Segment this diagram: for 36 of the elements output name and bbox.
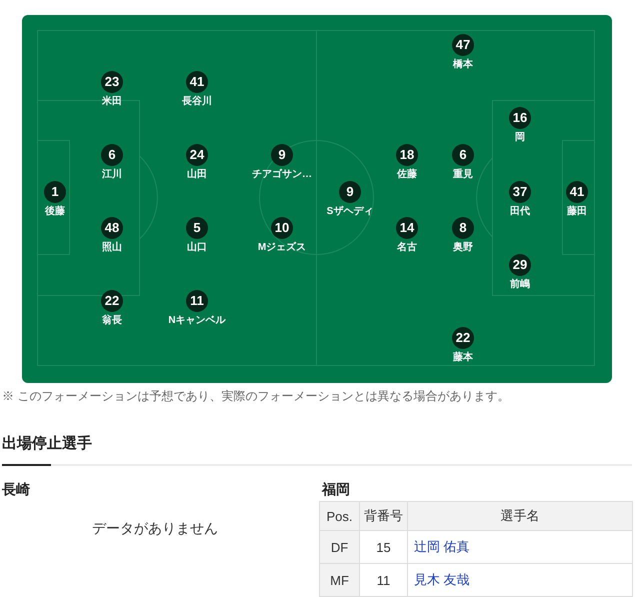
column-header: Pos.	[320, 502, 360, 530]
player-name: 橋本	[453, 59, 473, 71]
column-header: 選手名	[408, 502, 632, 530]
shirt-number: 11	[360, 564, 408, 596]
player-name: 奥野	[453, 242, 473, 254]
player-name: 重見	[453, 169, 473, 181]
formation-note: ※ このフォーメーションは予想であり、実際のフォーメーションとは異なる場合があります。	[2, 388, 510, 405]
player-name: 江川	[102, 169, 122, 181]
player-name: チアゴサン…	[252, 169, 312, 181]
section-heading: 出場停止選手	[2, 434, 92, 453]
player-link: 辻岡 佑真	[414, 539, 470, 554]
shirt-number: 15	[360, 530, 408, 564]
player-name: 藤本	[453, 352, 473, 364]
player-name: 山田	[187, 169, 207, 181]
player-name: 田代	[510, 206, 530, 218]
player-name: 米田	[102, 96, 122, 108]
player-name: Mジェズス	[258, 242, 306, 254]
player-name: 前嶋	[510, 279, 530, 291]
empty-message: データがありません	[92, 520, 218, 538]
player-name: 後藤	[45, 206, 65, 218]
player-name: 山口	[187, 242, 207, 254]
player-name: Sザヘディ	[326, 206, 374, 218]
player-name: 照山	[102, 242, 122, 254]
position-label: DF	[320, 530, 360, 564]
column-header: 背番号	[360, 502, 408, 530]
position-label: MF	[320, 564, 360, 596]
team-name: 長崎	[2, 481, 30, 499]
team-name: 福岡	[322, 481, 350, 499]
player-name: Nキャンベル	[168, 315, 226, 327]
player-name: 翁長	[102, 315, 122, 327]
player-name: 藤田	[567, 206, 587, 218]
player-name: 佐藤	[397, 169, 417, 181]
player-link: 見木 友哉	[414, 572, 470, 587]
player-name: 岡	[515, 132, 525, 144]
player-name: 名古	[397, 242, 417, 254]
player-name: 長谷川	[182, 96, 212, 108]
